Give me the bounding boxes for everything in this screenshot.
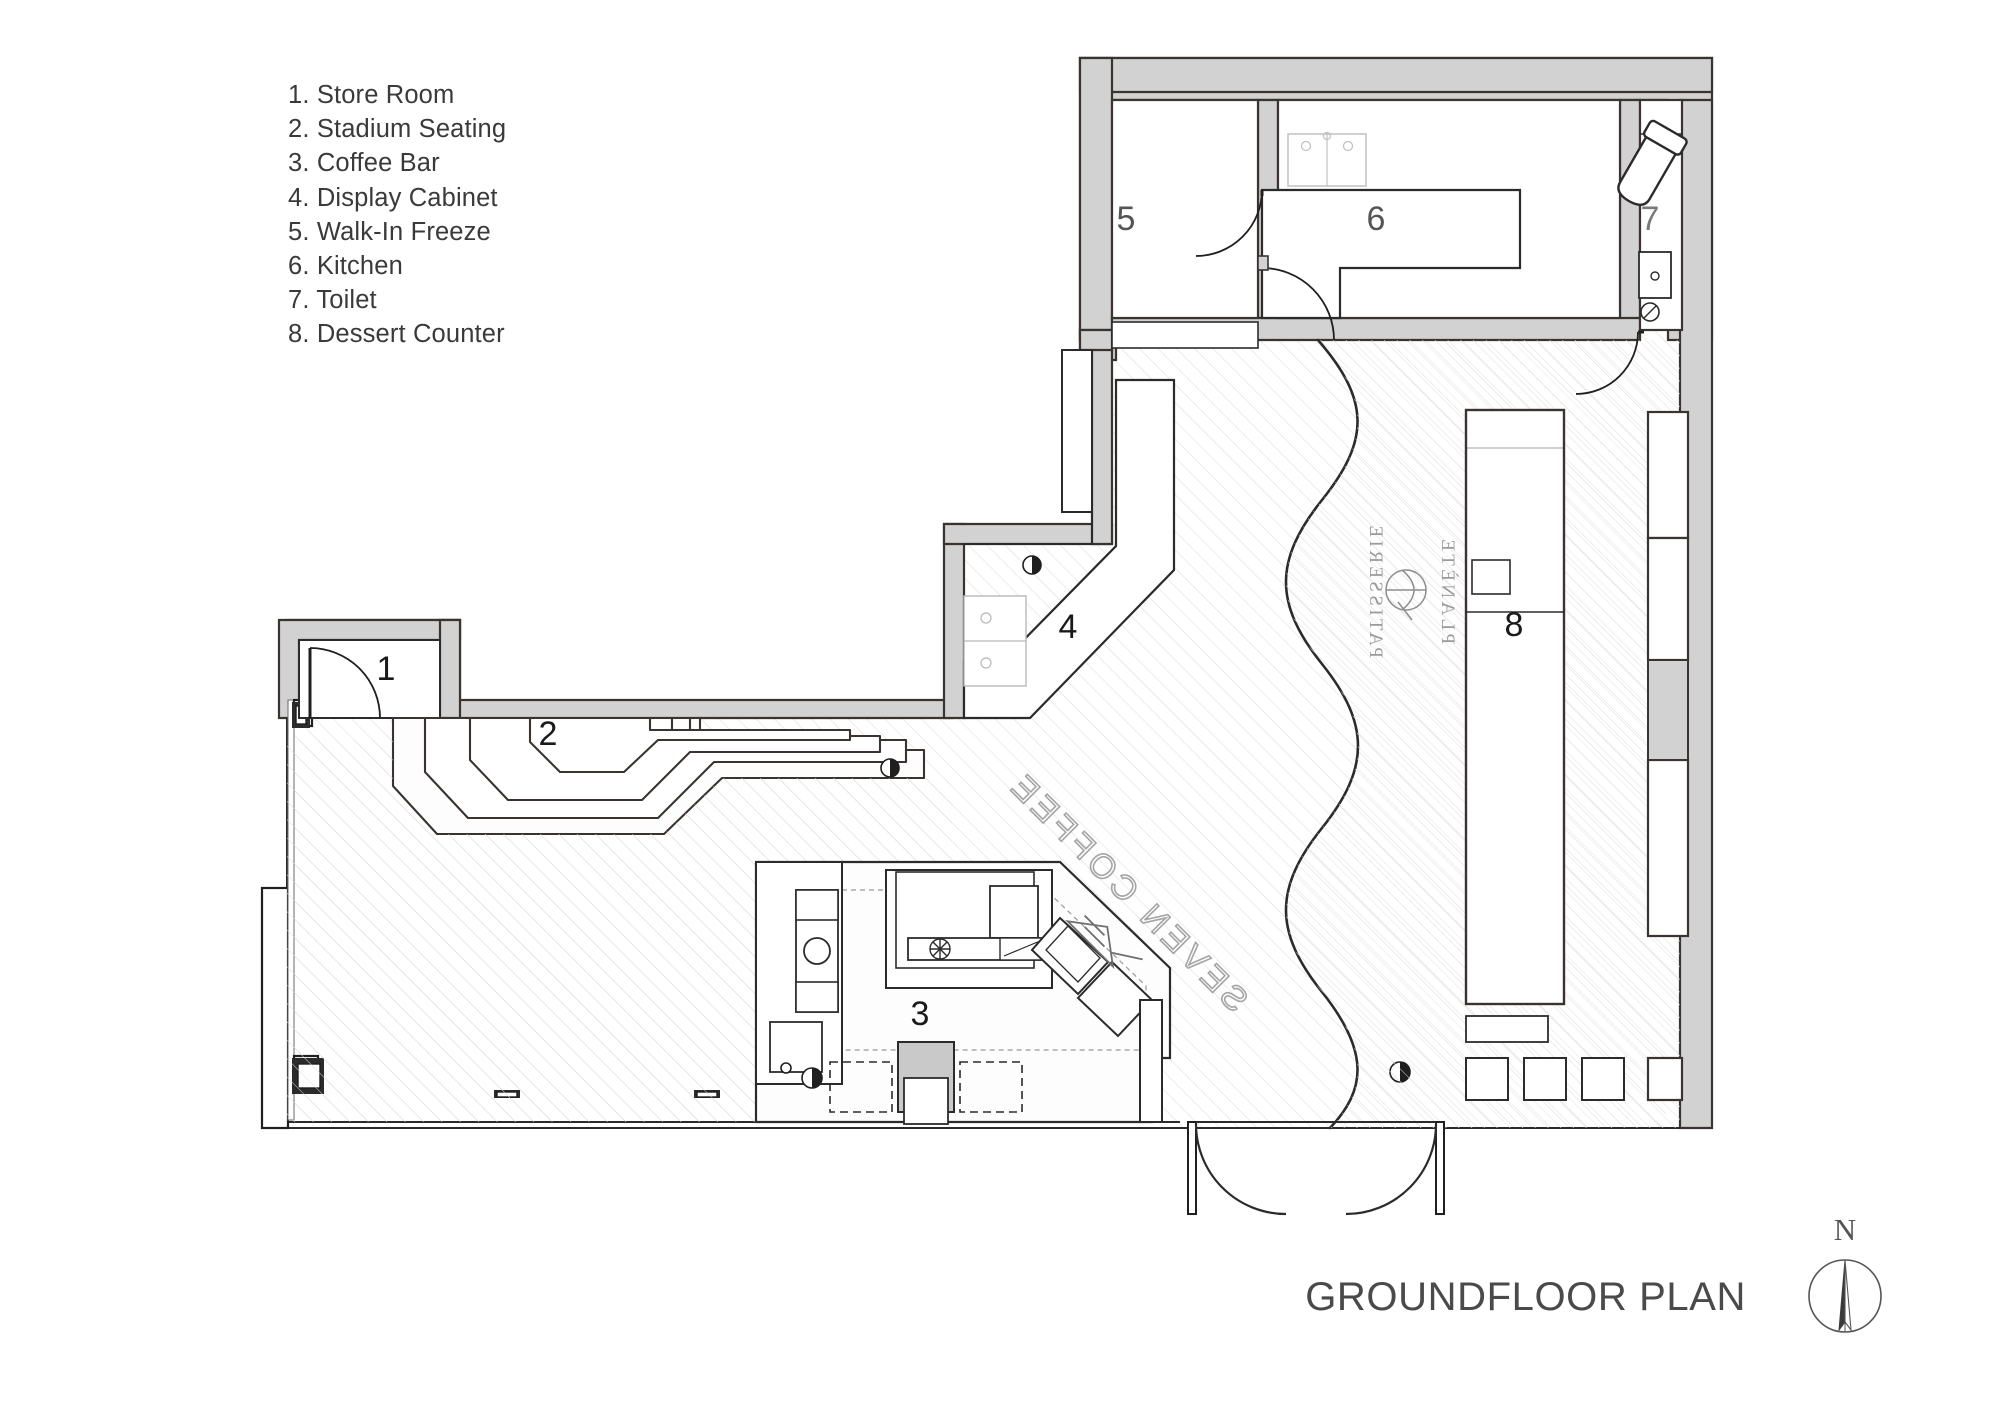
tag-walk-in-freeze: 5 — [1117, 200, 1136, 238]
tag-kitchen: 6 — [1367, 200, 1386, 238]
legend-item-3-label: Coffee Bar — [316, 149, 440, 178]
room-walk-in-freeze — [1110, 98, 1260, 349]
legend-item-1: 1. Store Room — [288, 78, 708, 112]
tag-stadium-seating: 2 — [539, 715, 558, 753]
entry-door-leaf-left — [1187, 1121, 1197, 1215]
coffee-bar-counter — [754, 860, 1172, 1125]
legend-item-6: 6. Kitchen — [288, 249, 708, 283]
legend-item-3-number: 3. — [288, 149, 310, 178]
right-wall-niche-poche — [1647, 659, 1689, 761]
room-store-room — [298, 639, 441, 719]
tag-dessert-counter: 8 — [1505, 606, 1524, 644]
stool-2 — [1523, 1057, 1567, 1101]
stadium-seating-tiers — [391, 716, 926, 836]
floor-drain-icon — [780, 1062, 792, 1074]
bar-basin-icon — [803, 937, 831, 965]
wc-pan-icon — [1617, 119, 1688, 206]
kitchen-island — [1260, 188, 1522, 320]
entry-door-swing-left — [1194, 1123, 1287, 1216]
serpentine-partition — [1284, 338, 1360, 1130]
dessert-counter-island — [1464, 408, 1625, 1101]
legend-item-2-label: Stadium Seating — [316, 115, 507, 144]
legend-item-6-number: 6. — [288, 252, 310, 281]
hob-burner-icon — [929, 938, 951, 960]
column-marker-icon-bar — [801, 1067, 823, 1089]
patisserie-logo-line2: PATISSERIE — [1365, 522, 1386, 658]
legend-list: 1. Store Room 2. Stadium Seating 3. Coff… — [288, 78, 708, 352]
legend-item-4-label: Display Cabinet — [316, 183, 498, 212]
legend-item-4-number: 4. — [288, 183, 310, 212]
bar-cabinet-icon — [769, 1021, 823, 1073]
room-kitchen — [1195, 98, 1622, 341]
tag-coffee-bar: 3 — [911, 995, 930, 1033]
toilet-basin-icon — [1638, 251, 1672, 299]
kitchen-door-swing-b — [1261, 267, 1335, 341]
compass-north-label: N — [1833, 1212, 1857, 1247]
room-number-tags: 1 2 3 4 5 6 7 8 — [377, 200, 1660, 1033]
legend-item-5-number: 5. — [288, 217, 310, 246]
toilet-door-swing — [1575, 331, 1639, 395]
legend-item-2: 2. Stadium Seating — [288, 112, 708, 146]
page-title: GROUNDFLOOR PLAN — [1305, 1275, 1746, 1319]
entry-door-leaf-right — [1435, 1121, 1445, 1215]
stool-1 — [1465, 1057, 1509, 1101]
legend-item-4: 4. Display Cabinet — [288, 181, 708, 215]
title-block: GROUNDFLOOR PLAN — [1286, 1275, 1746, 1320]
north-arrow-icon — [1808, 1259, 1882, 1333]
legend-item-8-label: Dessert Counter — [316, 320, 505, 349]
tag-display-cabinet: 4 — [1059, 608, 1078, 646]
toilet-roll-icon — [1640, 302, 1660, 322]
patisserie-logo-mark — [1385, 569, 1427, 621]
planete-patisserie-floor-logo: PLANÈTE PATISSERIE — [1365, 522, 1459, 658]
store-room-door-swing — [309, 647, 381, 719]
legend-item-6-label: Kitchen — [316, 252, 403, 281]
entry-door-swing-right — [1345, 1123, 1438, 1216]
angled-unit-b — [1076, 960, 1154, 1038]
entry-doors — [1187, 1121, 1445, 1216]
legend-item-7: 7. Toilet — [288, 283, 708, 317]
legend-item-8-number: 8. — [288, 320, 310, 349]
tag-toilet: 7 — [1641, 200, 1660, 238]
kitchen-door-swing-a — [1195, 189, 1263, 257]
undercounter-unit-right — [959, 1061, 1023, 1113]
legend-item-1-number: 1. — [288, 81, 310, 109]
room-toilet — [1575, 98, 1688, 395]
coffee-logo-mark — [1065, 914, 1143, 970]
compass-rose: N — [1790, 1212, 1900, 1352]
right-wall-niches — [1646, 410, 1690, 1102]
legend-item-1-label: Store Room — [316, 81, 455, 109]
grinder-icon — [989, 885, 1039, 939]
stool-3 — [1581, 1057, 1625, 1101]
legend-item-5: 5. Walk-In Freeze — [288, 215, 708, 249]
legend-item-8: 8. Dessert Counter — [288, 317, 708, 351]
undercounter-unit-left — [829, 1061, 893, 1113]
tag-store-room: 1 — [377, 650, 396, 688]
legend-item-7-label: Toilet — [316, 286, 377, 315]
dessert-counter-hatch-opening — [1471, 559, 1511, 595]
legend-item-5-label: Walk-In Freeze — [316, 217, 491, 246]
legend-item-7-number: 7. — [288, 286, 310, 315]
legend-item-3: 3. Coffee Bar — [288, 146, 708, 180]
legend-item-2-number: 2. — [288, 115, 310, 144]
patisserie-logo-line1: PLANÈTE — [1437, 536, 1459, 644]
